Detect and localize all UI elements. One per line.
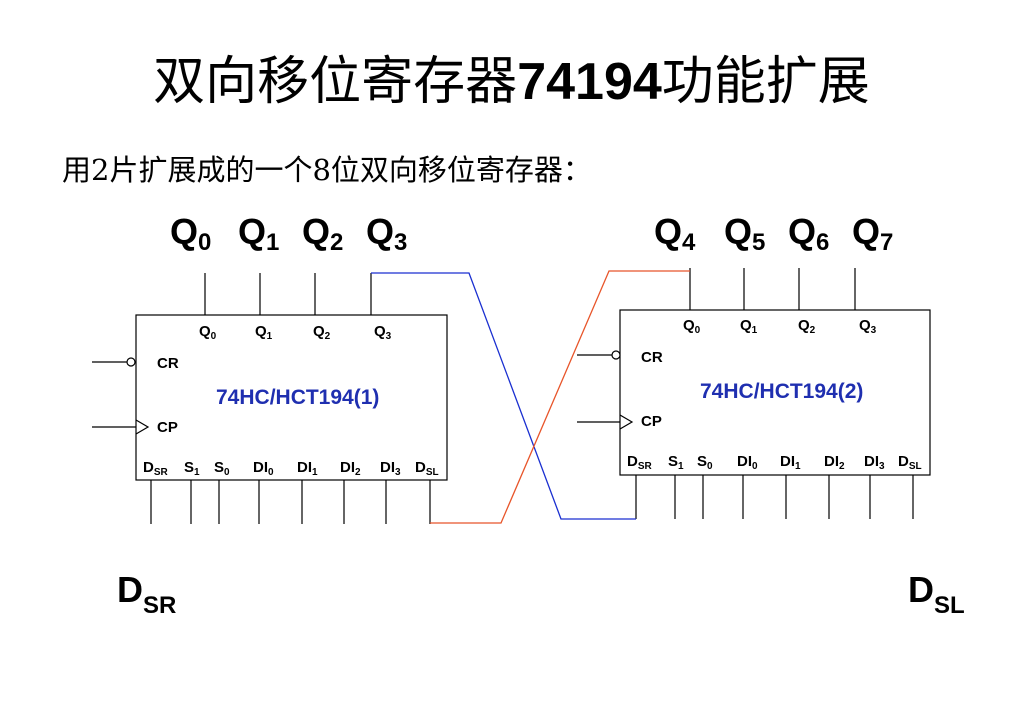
chip-1-cr-bubble — [126, 357, 136, 367]
wire-dsl-to-q0 — [430, 270, 690, 524]
subtitle: 用2片扩展成的一个8位双向移位寄存器： — [62, 153, 592, 187]
title-text: 双向移位寄存器 — [153, 52, 518, 112]
chip-1-body — [135, 314, 448, 481]
chip-2-label-q2: Q2 — [798, 317, 816, 336]
chip-1-label-di3: DI3 — [380, 459, 401, 478]
chip-1-label-di1: DI1 — [297, 459, 318, 478]
output-q3: Q3 — [366, 211, 407, 256]
chip-1-label-cr: CR — [157, 355, 179, 372]
chip-2-label-q3: Q3 — [859, 317, 877, 336]
wire-q3-to-dsr — [371, 272, 636, 520]
input-dsl-label: DSL — [908, 569, 965, 619]
chip-2-label-di2: DI2 — [824, 453, 845, 472]
output-q2: Q2 — [302, 211, 343, 256]
chip-2-label-dsr: DSR — [627, 453, 653, 472]
chip-1-label-q1: Q1 — [255, 323, 273, 342]
chip-2-cr-bubble — [611, 350, 621, 360]
output-q0: Q0 — [170, 211, 211, 256]
chip-2-clock-triangle — [619, 414, 634, 430]
chip-1-label-dsr: DSR — [143, 459, 169, 478]
output-q6: Q6 — [788, 211, 829, 256]
output-q5: Q5 — [724, 211, 765, 256]
output-q4: Q4 — [654, 211, 696, 256]
chip-2-body — [619, 309, 931, 476]
chip-2-name: 74HC/HCT194(2) — [700, 380, 863, 403]
chip-2-label-q1: Q1 — [740, 317, 758, 336]
chip-2-label-cr: CR — [641, 349, 663, 366]
chip-1-label-s1: S1 — [184, 459, 200, 478]
title-model: 74194 — [517, 53, 662, 111]
chip-2-label-q0: Q0 — [683, 317, 701, 336]
chip-2-label-di0: DI0 — [737, 453, 758, 472]
chip-1: Q0 Q1 Q2 Q3 CR CP 74HC/HCT194(1) DSR S1 … — [92, 273, 448, 524]
output-q7: Q7 — [852, 211, 893, 256]
chip-1-label-di2: DI2 — [340, 459, 361, 478]
title-suffix: 功能扩展 — [661, 52, 870, 112]
chip-1-clock-triangle — [135, 419, 150, 435]
chip-2-label-s1: S1 — [668, 453, 684, 472]
input-dsr-label: DSR — [117, 569, 176, 619]
chip-2-label-di3: DI3 — [864, 453, 885, 472]
output-q1: Q1 — [238, 211, 279, 256]
chip-2-label-s0: S0 — [697, 453, 713, 472]
chip-1-label-dsl: DSL — [415, 459, 439, 478]
chip-1-name: 74HC/HCT194(1) — [216, 386, 379, 409]
chip-2-label-cp: CP — [641, 413, 662, 430]
chip-2-label-dsl: DSL — [898, 453, 922, 472]
page-title: 双向移位寄存器74194功能扩展 — [0, 56, 1023, 108]
chip-1-label-q0: Q0 — [199, 323, 217, 342]
chip-1-label-s0: S0 — [214, 459, 230, 478]
chip-1-label-di0: DI0 — [253, 459, 274, 478]
chip-2: Q0 Q1 Q2 Q3 CR CP 74HC/HCT194(2) DSR S1 … — [577, 268, 931, 519]
chip-1-label-q3: Q3 — [374, 323, 392, 342]
chip-2-label-di1: DI1 — [780, 453, 801, 472]
chip-1-label-q2: Q2 — [313, 323, 331, 342]
chip-1-label-cp: CP — [157, 419, 178, 436]
